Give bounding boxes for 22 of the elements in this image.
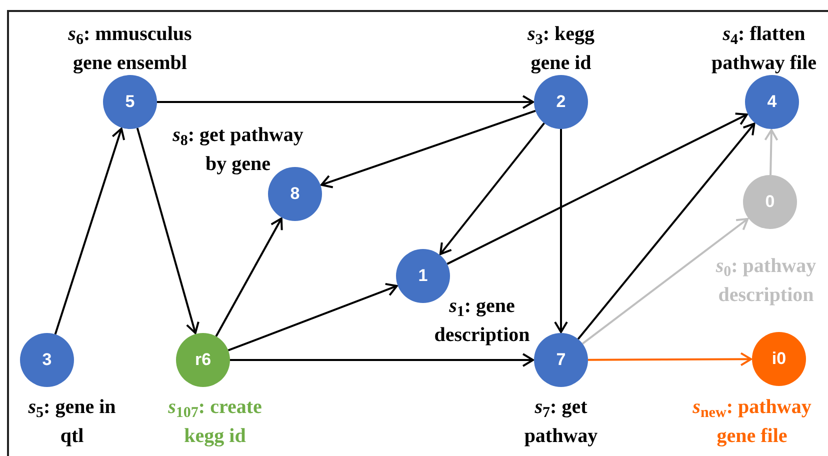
arrow <box>215 218 283 337</box>
arrow <box>764 129 778 176</box>
step-caption: s$_{7}$: get pathway <box>523 395 599 449</box>
arrow <box>554 129 568 333</box>
arrow <box>446 112 748 265</box>
arrow <box>54 128 126 335</box>
step-caption: s$_{0}$: pathway description <box>714 254 818 308</box>
arrow <box>136 128 200 334</box>
arrow <box>577 122 756 340</box>
step-caption: s$_{5}$: gene in qtl <box>27 395 117 449</box>
step-caption: s$_{107}$: create kegg id <box>167 395 263 449</box>
arrow <box>439 122 545 256</box>
step-caption: s$_{4}$: flatten pathway file <box>710 22 818 76</box>
arrow <box>582 218 749 345</box>
arrow <box>228 282 398 352</box>
step-caption: s$_{new}$: pathway gene file <box>692 395 812 449</box>
arrow <box>588 352 752 366</box>
step-caption: s$_{6}$: mmusculus gene ensembl <box>67 22 193 76</box>
arrow <box>320 110 536 188</box>
arrow <box>230 353 534 367</box>
step-caption: s$_{3}$: kegg gene id <box>526 22 596 76</box>
arrow <box>157 95 534 109</box>
